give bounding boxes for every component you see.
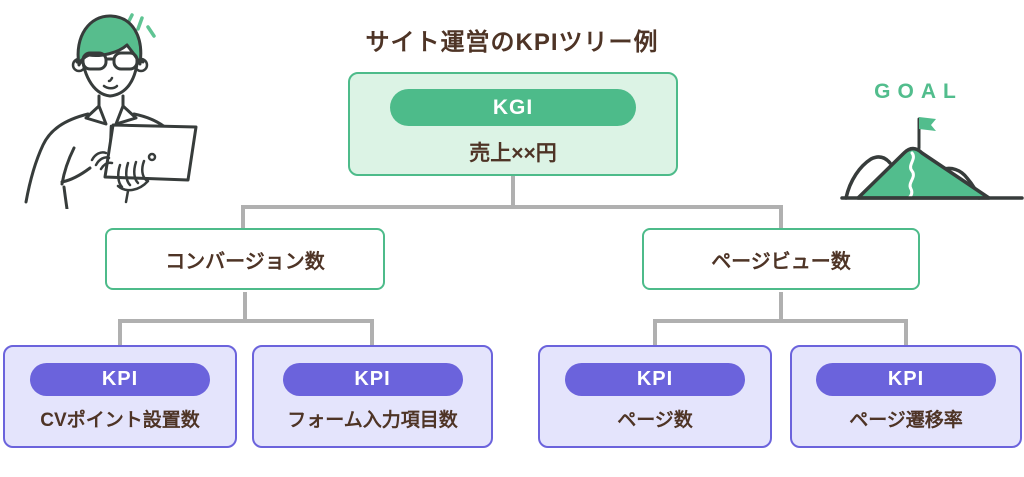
branch-card-conversions: コンバージョン数: [105, 228, 385, 290]
person-with-laptop-illustration: [24, 13, 198, 209]
kpi-label: ページ遷移率: [849, 410, 963, 431]
branch-card-pageviews: ページビュー数: [642, 228, 920, 290]
page-title: サイト運営のKPIツリー例: [365, 29, 659, 56]
kpi-label: ページ数: [617, 410, 693, 431]
kpi-badge: KPI: [282, 363, 463, 396]
kpi-badge: KPI: [30, 363, 210, 396]
kpi-label: フォーム入力項目数: [287, 410, 458, 431]
kgi-card: KGI 売上××円: [348, 72, 678, 176]
mountain-goal-flag-illustration: [840, 117, 1024, 200]
branch-label: ページビュー数: [711, 250, 851, 273]
kpi-badge: KPI: [816, 363, 996, 396]
kpi-card-cv-points: KPI CVポイント設置数: [3, 345, 237, 448]
kpi-card-page-transition: KPI ページ遷移率: [790, 345, 1022, 448]
kpi-card-page-count: KPI ページ数: [538, 345, 772, 448]
goal-flag-icon: [917, 117, 936, 150]
kpi-card-form-fields: KPI フォーム入力項目数: [252, 345, 493, 448]
goal-label: GOAL: [874, 80, 963, 103]
branch-label: コンバージョン数: [165, 250, 325, 273]
kpi-label: CVポイント設置数: [40, 410, 200, 431]
glasses-icon: [75, 51, 145, 71]
kgi-badge: KGI: [390, 89, 636, 126]
kgi-value: 売上××円: [469, 142, 557, 165]
kpi-badge: KPI: [565, 363, 745, 396]
